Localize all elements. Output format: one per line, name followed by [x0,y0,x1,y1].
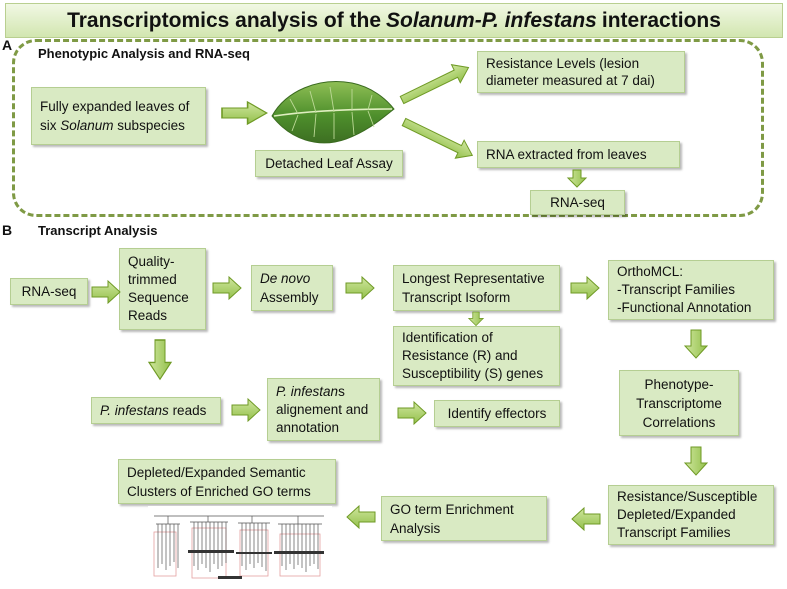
arrow-leaves-to-leaf [221,101,268,125]
identification-l3: Susceptibility (S) genes [402,366,544,381]
pinf-align-post1: s [338,383,345,399]
rnaseq-b-label: RNA-seq [21,284,77,299]
title-pre: Transcriptomics analysis of the [67,8,382,32]
pinf-reads-italic: P. infestans [100,403,169,418]
phenotype-l3: Correlations [642,414,716,430]
detached-leaf-assay-box: Detached Leaf Assay [255,150,403,177]
arrow-orthomcl-to-phenotype [684,329,708,359]
orthomcl-l2: -Transcript Families [617,282,736,297]
phenotype-l2: Transcriptome [636,395,722,411]
denovo-italic: De novo [260,271,311,286]
longest-l1: Longest Representative [402,271,545,286]
resfam-l3: Transcript Families [617,525,731,540]
resistance-line1: Resistance Levels (lesion [486,56,640,71]
arrow-resfam-to-go [571,507,601,531]
orthomcl-l3: -Functional Annotation [617,300,752,315]
arrow-longest-to-orthomcl [570,276,600,300]
title-italic: Solanum-P. infestans [386,8,597,32]
identification-box: Identification of Resistance (R) and Sus… [393,326,560,386]
identification-l1: Identification of [402,330,493,345]
pinf-align-l2: alignement and [276,401,369,417]
identify-effectors-box: Identify effectors [434,400,560,427]
arrow-reads-to-alignment [231,398,261,422]
go-l1: GO term Enrichment [390,501,514,517]
longest-isoform-box: Longest Representative Transcript Isofor… [393,265,560,311]
leaves-line2-post: subspecies [113,118,185,133]
pinf-align-l3: annotation [276,419,340,435]
depleted-l1: Depleted/Expanded Semantic [127,464,306,480]
arrow-alignment-to-effectors [397,401,427,425]
phenotype-l1: Phenotype- [644,376,714,392]
pinf-reads-post: reads [168,403,207,418]
page-title: Transcriptomics analysis of the Solanum-… [5,3,783,38]
title-post: interactions [601,8,721,32]
arrow-rnaseq-to-quality [91,280,121,304]
rnaseq-b-box: RNA-seq [10,278,88,305]
panel-b-heading: Transcript Analysis [38,223,158,238]
pinf-align-italic: P. infestan [276,383,339,399]
identification-l2: Resistance (R) and [402,348,518,363]
resistance-line2: diameter measured at 7 dai) [486,73,655,88]
rnaseq-a-box: RNA-seq [530,190,625,215]
resfam-l2: Depleted/Expanded [617,507,736,522]
phenotype-correlations-box: Phenotype- Transcriptome Correlations [619,370,739,436]
rna-extracted-box: RNA extracted from leaves [477,141,680,168]
orthomcl-l1: OrthoMCL: [617,264,684,279]
quality-trimmed-box: Quality- trimmed Sequence Reads [119,248,206,330]
pinfestans-alignment-box: P. infestans alignement and annotation [267,378,380,441]
longest-l2: Transcript Isoform [402,290,511,305]
quality-l2: trimmed [128,272,177,287]
leaves-line1: Fully expanded leaves of [40,99,190,114]
leaves-box: Fully expanded leaves of six Solanum sub… [31,87,206,145]
leaves-line2-pre: six [40,118,61,133]
denovo-l2: Assembly [260,290,319,305]
quality-l1: Quality- [128,254,175,269]
panel-b-letter: B [2,222,13,238]
leaf-image [271,81,395,144]
arrow-phenotype-to-resfam [684,446,708,476]
quality-l4: Reads [128,308,168,323]
go-enrichment-box: GO term Enrichment Analysis [381,496,547,541]
go-dendrogram-image [148,506,332,584]
effectors-label: Identify effectors [447,406,547,421]
resistance-levels-box: Resistance Levels (lesion diameter measu… [477,51,685,93]
orthomcl-box: OrthoMCL: -Transcript Families -Function… [608,260,774,320]
de-novo-box: De novo Assembly [251,265,333,311]
go-l2: Analysis [390,520,441,536]
quality-l3: Sequence [128,290,189,305]
resistance-families-box: Resistance/Susceptible Depleted/Expanded… [608,485,774,545]
leaves-line2-italic: Solanum [60,118,114,133]
arrow-quality-to-pinf-reads [148,339,172,380]
depleted-l2: Clusters of Enriched GO terms [127,483,311,499]
panel-a-frame [12,39,764,217]
detached-label: Detached Leaf Assay [265,156,393,171]
arrow-denovo-to-longest [345,276,375,300]
arrow-longest-to-identification [468,311,484,327]
depleted-clusters-box: Depleted/Expanded Semantic Clusters of E… [118,459,336,504]
arrow-go-to-depleted [346,505,376,529]
pinfestans-reads-box: P. infestans reads [91,397,221,424]
arrow-quality-to-denovo [212,276,242,300]
arrow-to-rna-extracted [401,117,474,159]
rnaseq-a-label: RNA-seq [550,195,605,210]
arrow-extracted-to-rnaseq [567,169,587,188]
panel-a-letter: A [2,37,13,53]
resfam-l1: Resistance/Susceptible [617,489,758,504]
arrow-to-resistance-levels [399,64,470,105]
rna-extracted-label: RNA extracted from leaves [486,147,647,162]
panel-a-heading: Phenotypic Analysis and RNA-seq [38,46,250,61]
